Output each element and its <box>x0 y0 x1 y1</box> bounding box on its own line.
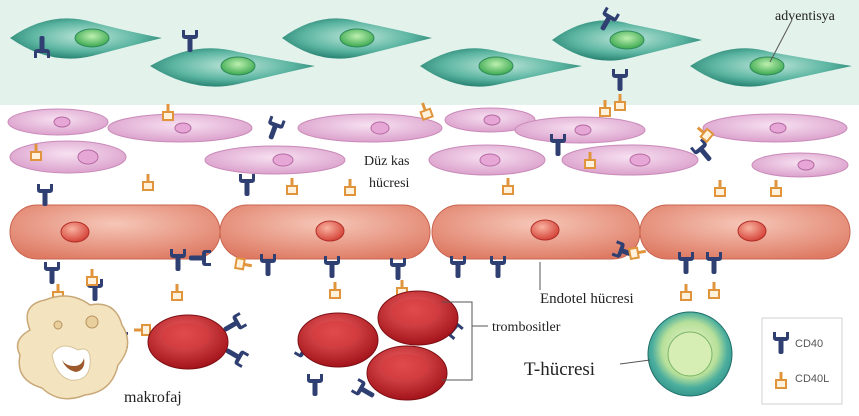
cd40-receptor <box>263 116 286 142</box>
label-duz-kas-line2: hücresi <box>369 176 410 191</box>
smooth-muscle-cell <box>752 153 848 177</box>
cd40l-ligand <box>629 246 646 259</box>
smooth-muscle-cell <box>703 114 847 142</box>
label-makrofaj: makrofaj <box>124 389 182 406</box>
endothelial-cell <box>432 205 640 259</box>
platelet <box>378 291 458 345</box>
t-cell <box>648 312 732 396</box>
cd40l-ligand <box>771 180 781 196</box>
macrophage <box>18 296 128 399</box>
cd40l-ligand <box>143 174 153 190</box>
platelet <box>298 313 378 367</box>
cd40l-ligand <box>87 269 97 285</box>
smooth-muscle-cell <box>205 146 345 174</box>
smooth-muscle-cell <box>108 114 252 142</box>
endothelial-group <box>10 205 850 259</box>
cd40-receptor <box>390 258 406 280</box>
legend-cd40l-label: CD40L <box>795 373 829 385</box>
legend: CD40 CD40L <box>762 318 842 404</box>
smooth-muscle-cell <box>429 145 545 175</box>
smooth-muscle-cell <box>298 114 442 142</box>
platelet-group <box>148 291 458 400</box>
label-endotel: Endotel hücresi <box>540 291 634 307</box>
cd40l-ligand <box>715 180 725 196</box>
cd40l-ligand <box>235 258 252 271</box>
label-trombositler: trombositler <box>492 320 561 335</box>
cd40-receptor <box>44 262 60 284</box>
cd40-receptor <box>37 184 53 206</box>
smooth-muscle-cell <box>8 109 108 135</box>
cd40-receptor <box>239 174 255 196</box>
smooth-muscle-cell <box>562 145 698 175</box>
endothelial-cell <box>220 205 430 259</box>
cd40l-ligand <box>709 282 719 298</box>
endothelial-cell <box>10 205 220 259</box>
cd40l-ligand <box>172 284 182 300</box>
cd40l-ligand <box>681 284 691 300</box>
cd40-receptor <box>307 374 323 396</box>
label-t-hucresi: T-hücresi <box>524 359 595 380</box>
cd40l-ligand <box>163 104 173 120</box>
smooth-muscle-cell <box>515 117 645 143</box>
cd40l-ligand <box>345 179 355 195</box>
label-adventisya: adventisya <box>775 9 836 24</box>
platelet <box>148 315 228 369</box>
legend-cd40-label: CD40 <box>795 338 823 350</box>
cd40l-ligand <box>134 325 150 335</box>
platelet <box>367 346 447 400</box>
cd40l-ligand <box>503 178 513 194</box>
legend-box <box>762 318 842 404</box>
t-hucresi-leader <box>620 360 650 364</box>
smooth-muscle-cell <box>10 141 126 173</box>
cd40l-ligand <box>287 178 297 194</box>
endothelial-cell <box>640 205 850 259</box>
cd40l-ligand <box>330 282 340 298</box>
label-duz-kas-line1: Düz kas <box>364 154 410 169</box>
